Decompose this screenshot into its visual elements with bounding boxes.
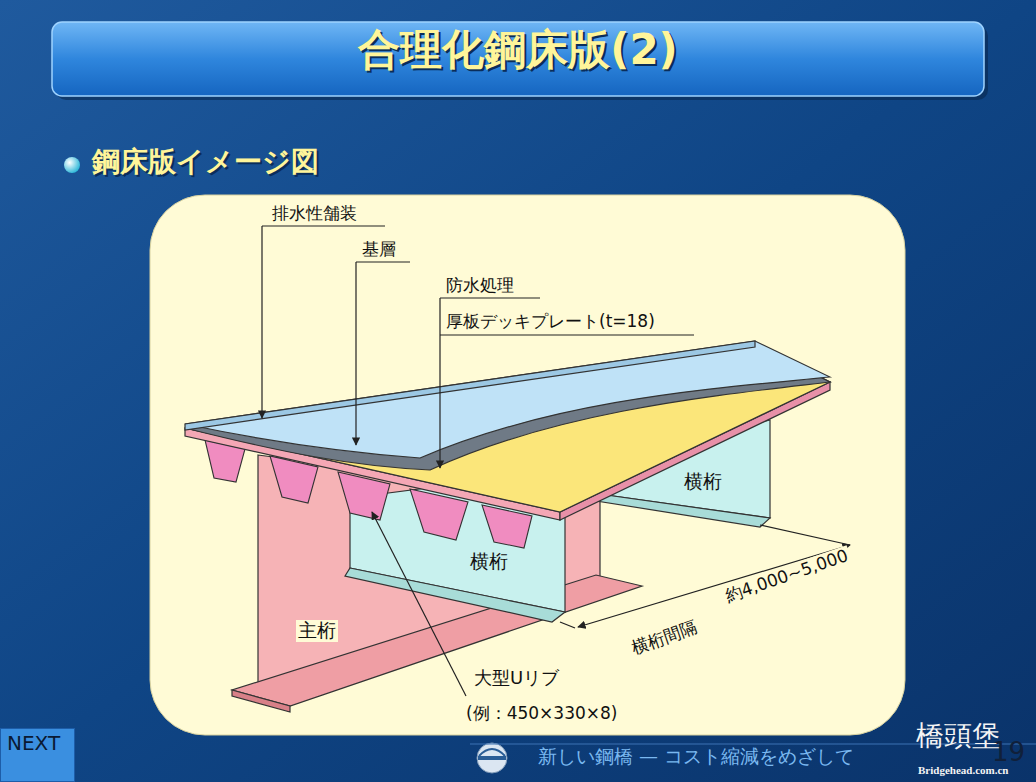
part-label: 防水処理 [446, 276, 514, 296]
figure-panel [150, 195, 905, 735]
part-label: 厚板デッキプレート(t=18) [446, 312, 655, 332]
button-text: NEXT [7, 731, 68, 755]
part-label: 主桁 [296, 620, 338, 642]
part-label: 基層 [362, 240, 396, 260]
part-label: 排水性舗装 [272, 204, 357, 224]
slide-title: 合理化鋼床版(2) [52, 26, 984, 74]
footer-text: 新しい鋼橋 — コスト縮減をめざして [538, 746, 854, 768]
title-bar [52, 22, 984, 96]
watermark: Bridgehead.com.cn [918, 764, 1008, 777]
footer-logo [477, 743, 507, 773]
deck [185, 341, 830, 520]
watermark: 橋頭堡 [916, 720, 1000, 752]
leader-lines [262, 226, 694, 696]
bullet-heading: 鋼床版イメージ図 [92, 146, 319, 178]
part-label: 横桁 [468, 551, 510, 573]
part-label: 大型Uリブ [474, 668, 559, 689]
nav-button: NEXT [0, 728, 75, 782]
part-label: 横桁 [682, 471, 724, 493]
bullet [64, 157, 80, 173]
part-spec: (例：450×330×8) [464, 704, 619, 724]
